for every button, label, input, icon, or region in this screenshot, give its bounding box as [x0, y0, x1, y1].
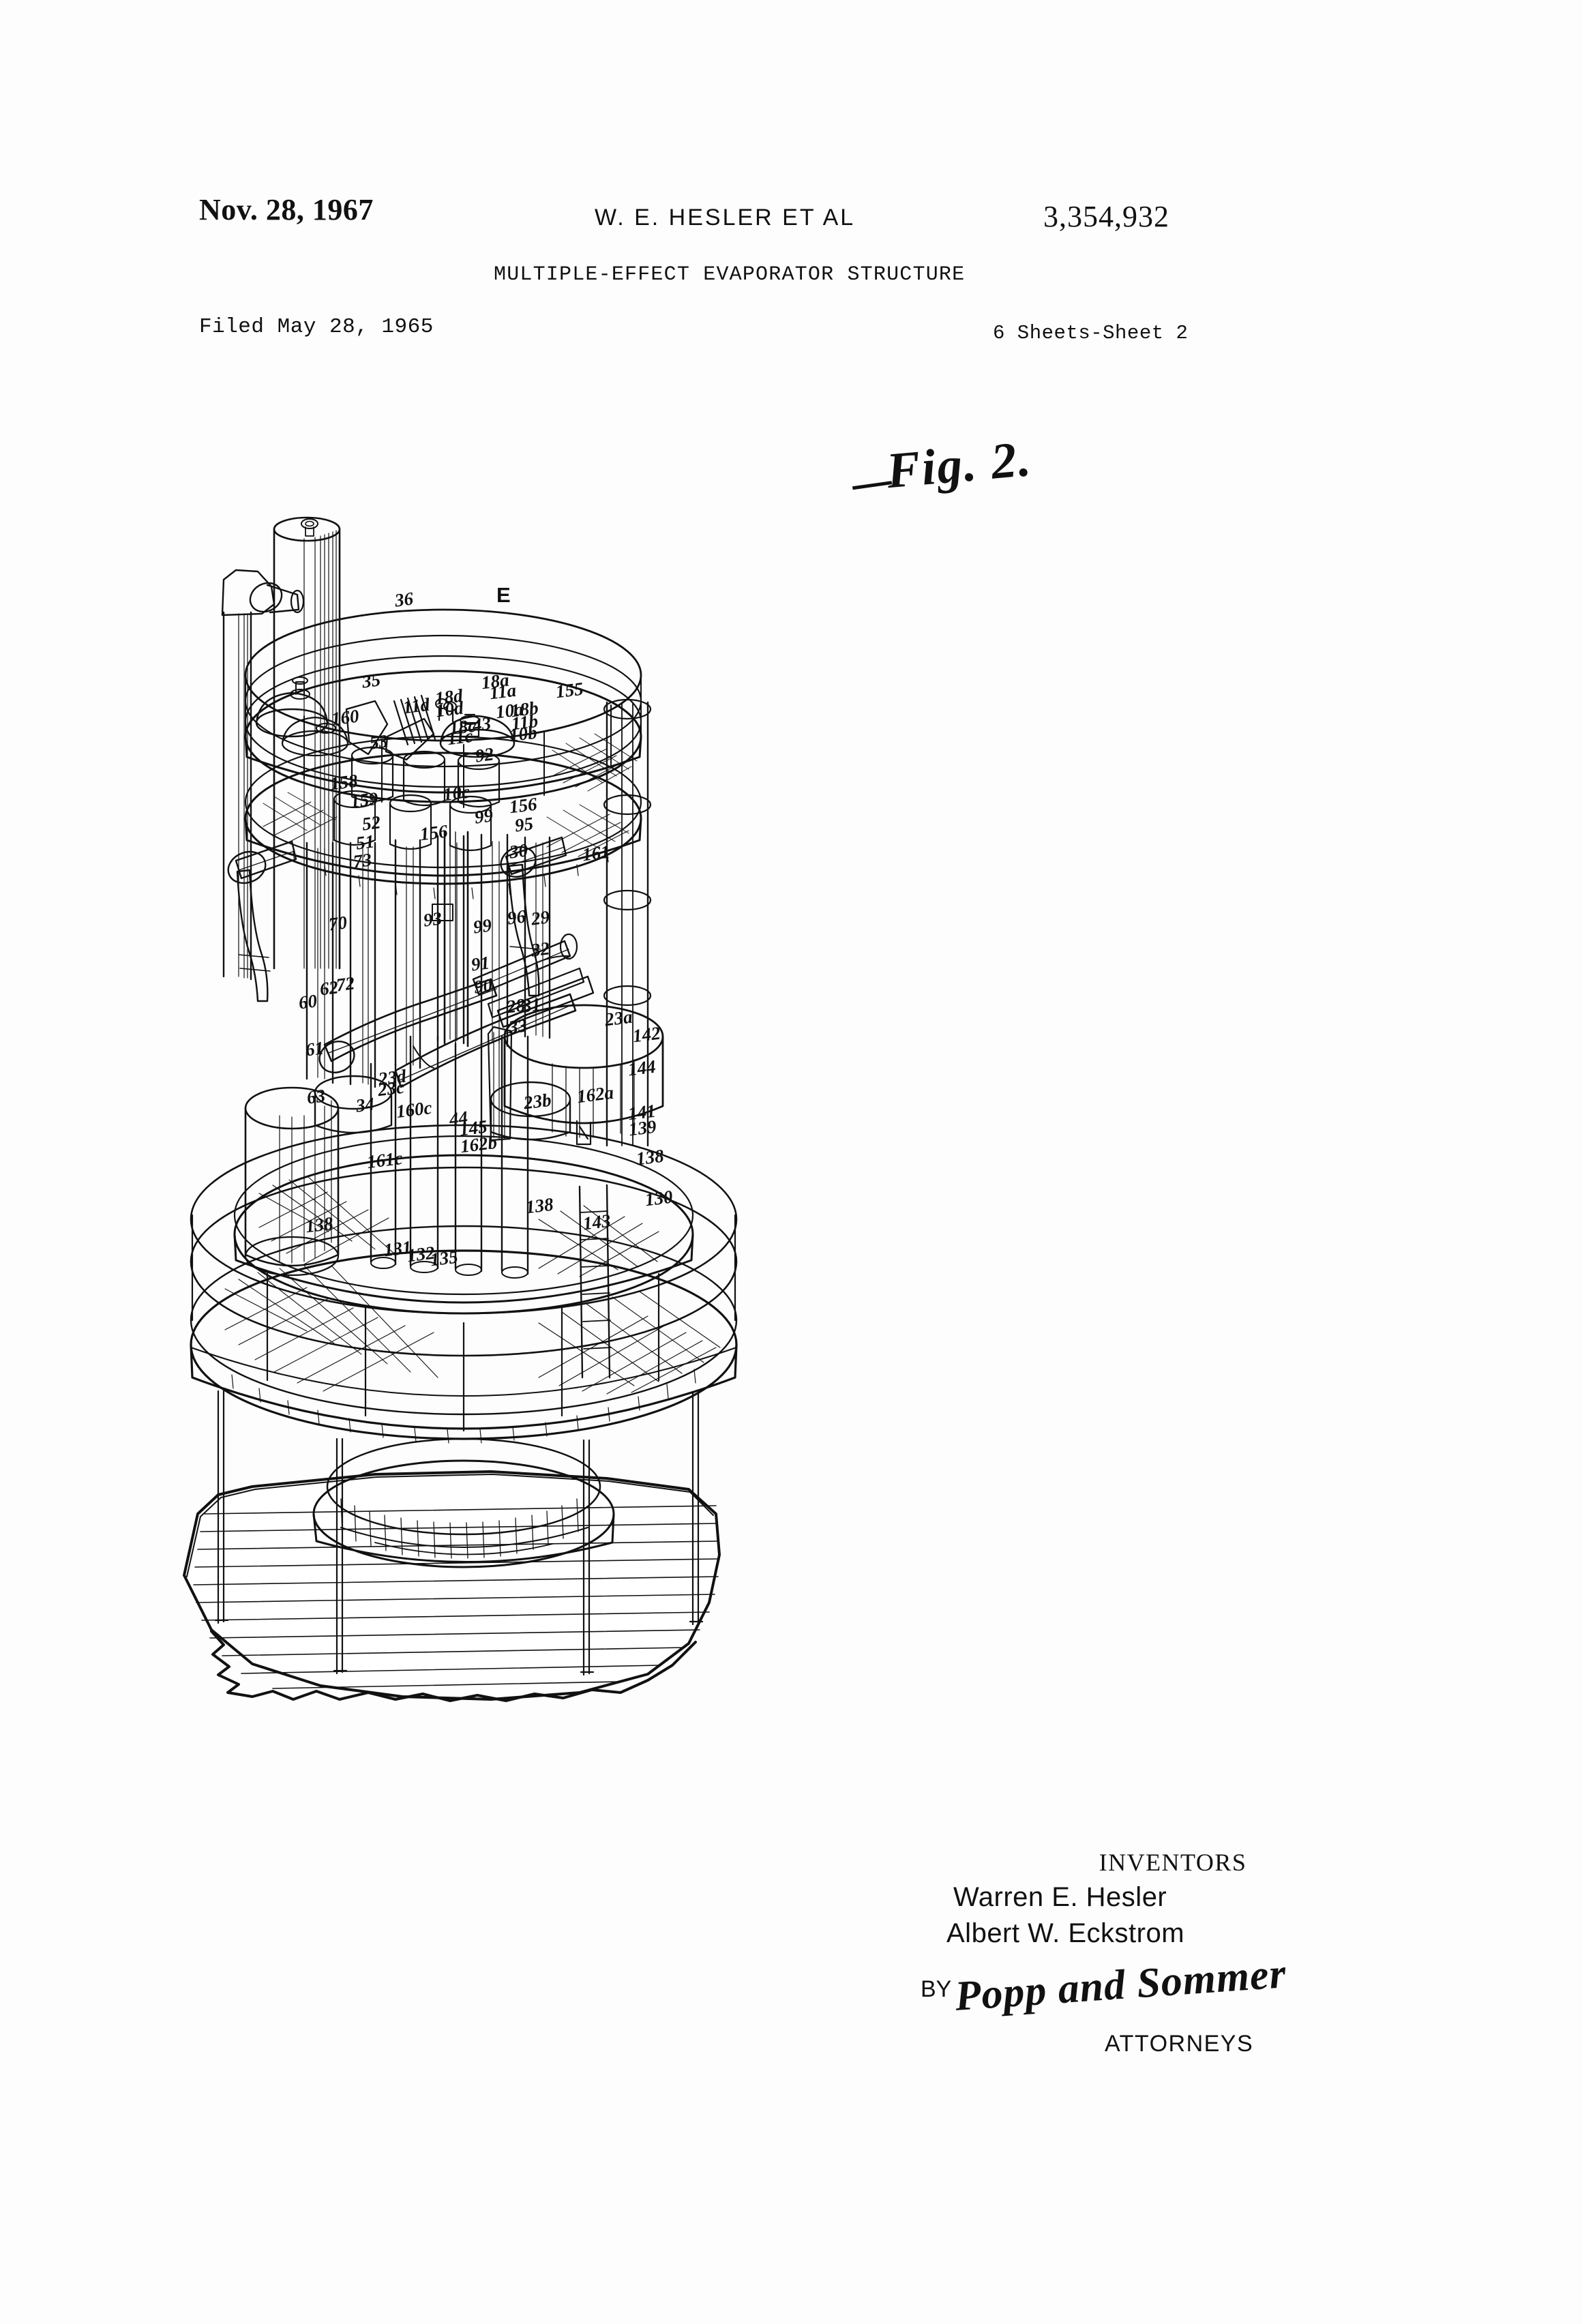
ref-numeral-11c: 11c	[446, 725, 475, 749]
lower-vessels	[244, 1004, 664, 1279]
lower-platform-deck	[190, 1124, 738, 1676]
right-branch-pipes	[472, 933, 585, 1019]
ref-numeral-23b: 23b	[522, 1089, 553, 1114]
ref-numeral-61: 61	[304, 1037, 325, 1060]
ref-numeral-162a: 162a	[576, 1082, 615, 1107]
ref-numeral-135: 135	[429, 1246, 460, 1270]
inventor-heading: W. E. HESLER ET AL	[595, 205, 856, 230]
lower-horizontal-pipes	[318, 975, 595, 1088]
inventors-label: INVENTORS	[1099, 1849, 1247, 1876]
ref-numeral-73: 73	[352, 849, 373, 872]
ref-numeral-10b: 10b	[508, 721, 539, 746]
ref-numeral-33: 33	[507, 1015, 528, 1038]
ref-numeral-29: 29	[530, 906, 551, 929]
ref-numeral-32: 32	[530, 938, 551, 961]
ref-numeral-144: 144	[627, 1056, 657, 1080]
signature-block: INVENTORS Warren E. Hesler Albert W. Eck…	[921, 1848, 1323, 2057]
ref-numeral-23a: 23a	[603, 1006, 634, 1030]
ref-numeral-23c: 23c	[376, 1076, 406, 1101]
inventor-name-2: Albert W. Eckstrom	[946, 1918, 1185, 1948]
ref-numeral-156: 156	[419, 820, 449, 845]
ref-numeral-31: 31	[521, 994, 542, 1017]
ref-numeral-36: 36	[393, 588, 415, 611]
filed-line: Filed May 28, 1965	[199, 315, 434, 339]
ref-numeral-60: 60	[297, 990, 318, 1013]
ref-numeral-10c: 10c	[442, 781, 471, 805]
ref-numeral-160c: 160c	[395, 1097, 434, 1122]
ref-numeral-e: E	[496, 583, 511, 607]
attorneys-label: ATTORNEYS	[1105, 2031, 1254, 2057]
by-label: BY	[921, 1976, 952, 2002]
ref-numeral-160: 160	[330, 705, 361, 730]
tube-bundle	[305, 833, 551, 1088]
ref-numeral-99: 99	[473, 805, 494, 828]
ref-numeral-142: 142	[631, 1022, 662, 1047]
patent-title: MULTIPLE-EFFECT EVAPORATOR STRUCTURE	[494, 263, 966, 286]
ref-numeral-70: 70	[327, 912, 348, 935]
caged-ladder	[578, 698, 652, 1379]
ref-numeral-159: 159	[349, 788, 380, 812]
sheet-count: 6 Sheets-Sheet 2	[993, 322, 1189, 344]
page-header: Nov. 28, 1967 W. E. HESLER ET AL 3,354,9…	[0, 0, 1582, 382]
ref-numeral-35: 35	[361, 669, 382, 692]
filing-date-heading: Nov. 28, 1967	[199, 193, 374, 226]
ref-numeral-138: 138	[524, 1193, 555, 1218]
venturi-nozzles	[227, 836, 567, 1002]
ref-numeral-90: 90	[473, 974, 494, 998]
ref-numeral-11d: 11d	[402, 694, 431, 718]
mid-platform-deck	[233, 1135, 694, 1315]
inventor-name-1: Warren E. Hesler	[953, 1882, 1167, 1912]
ref-numeral-63: 63	[305, 1085, 327, 1108]
ref-numeral-62: 62	[318, 977, 340, 1000]
mid-upper-platform	[244, 735, 642, 899]
patent-number: 3,354,932	[1043, 200, 1169, 233]
ref-numeral-161: 161	[581, 841, 612, 865]
ref-numeral-43: 43	[471, 713, 492, 736]
ref-numeral-93: 93	[422, 908, 443, 931]
ref-numeral-162b: 162b	[459, 1131, 498, 1157]
ref-numeral-95: 95	[513, 813, 535, 836]
ref-numeral-138: 138	[635, 1145, 666, 1170]
ref-numeral-161c: 161c	[365, 1147, 404, 1173]
ref-numeral-155: 155	[554, 678, 585, 702]
ref-numeral-143: 143	[582, 1210, 612, 1234]
ref-numeral-34: 34	[355, 1093, 376, 1116]
ref-numeral-96: 96	[506, 906, 527, 929]
ref-numeral-138: 138	[304, 1212, 335, 1237]
upper-vessels	[255, 676, 516, 852]
secondary-column	[221, 569, 305, 981]
ref-numeral-99: 99	[472, 914, 493, 938]
ref-numeral-91: 91	[470, 952, 491, 975]
ref-numeral-92: 92	[474, 743, 495, 766]
ref-numeral-130: 130	[644, 1186, 674, 1210]
ground-slab	[183, 1470, 721, 1702]
ref-numeral-30: 30	[508, 839, 529, 863]
center-standpipes	[443, 831, 469, 1047]
evaporator-assembly-drawing	[183, 516, 738, 1702]
ref-numeral-139: 139	[627, 1116, 658, 1140]
ref-numeral-53: 53	[368, 730, 389, 754]
